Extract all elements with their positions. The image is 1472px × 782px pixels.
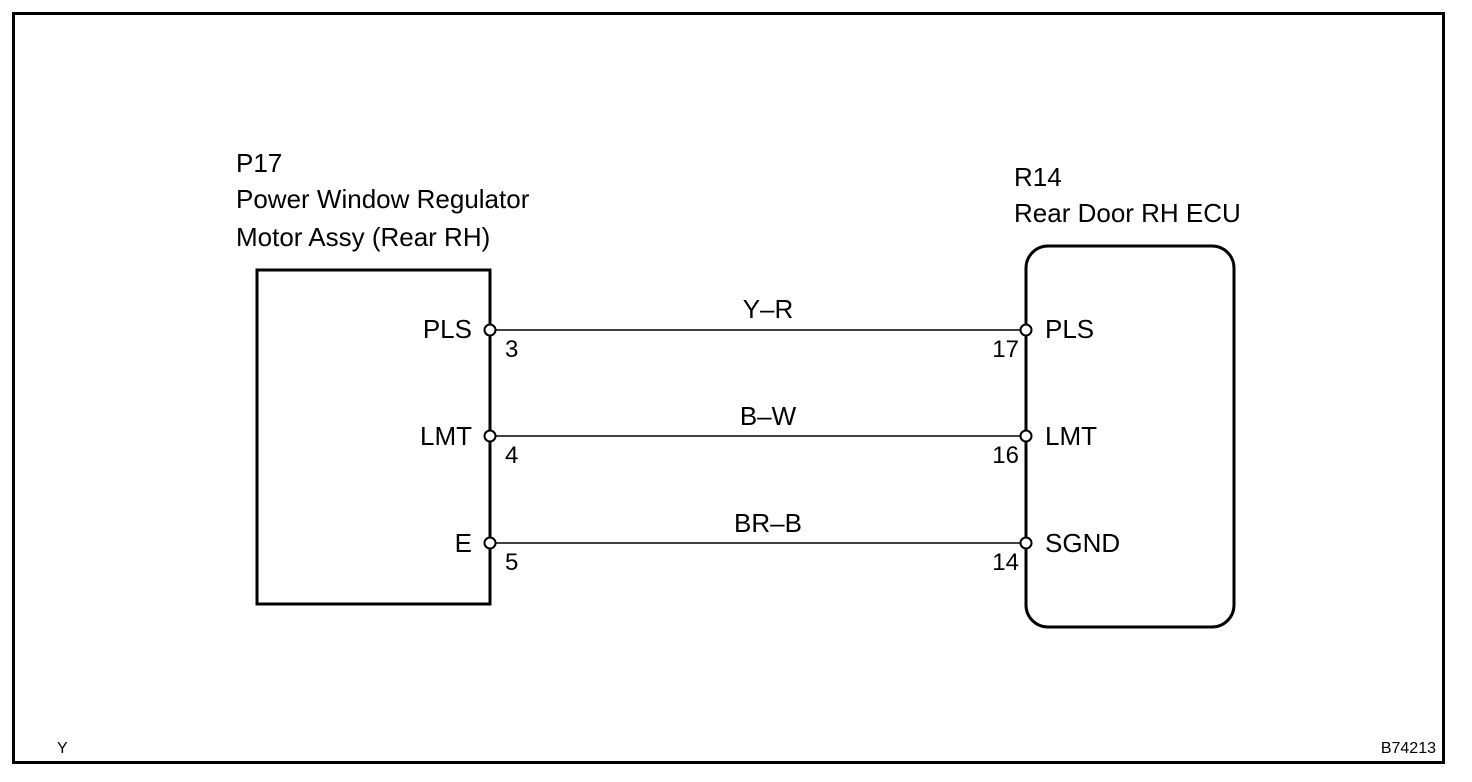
wire-color-label-e-sgnd: BR–B [734, 508, 802, 538]
terminal-circle-right-sgnd [1019, 536, 1033, 550]
left-component-code: P17 [236, 148, 283, 178]
left-terminal-label-e: E [454, 528, 472, 558]
terminal-circle-left-pls [483, 323, 497, 337]
terminal-circle-left-lmt [483, 429, 497, 443]
terminal-circle-right-lmt [1019, 429, 1033, 443]
left-terminal-label-lmt: LMT [420, 421, 472, 451]
left-terminal-label-pls: PLS [422, 314, 472, 344]
left-pin-number-pls: 3 [505, 336, 519, 363]
right-component-name: Rear Door RH ECU [1014, 198, 1241, 228]
right-component-code: R14 [1014, 162, 1062, 192]
figure-id: B74213 [1380, 740, 1436, 757]
terminal-circle-left-e [483, 536, 497, 550]
right-pin-number-sgnd: 14 [992, 549, 1019, 576]
right-terminal-label-lmt: LMT [1045, 421, 1097, 451]
right-terminal-label-pls: PLS [1045, 314, 1095, 344]
left-component-name-line2: Motor Assy (Rear RH) [236, 222, 491, 252]
wire-color-label-pls: Y–R [742, 294, 794, 324]
right-pin-number-lmt: 16 [992, 442, 1019, 469]
wire-color-label-lmt: B–W [739, 401, 797, 431]
right-pin-number-pls: 17 [992, 336, 1019, 363]
terminal-circle-right-pls [1019, 323, 1033, 337]
right-terminal-label-sgnd: SGND [1045, 528, 1121, 558]
left-pin-number-lmt: 4 [505, 442, 519, 469]
left-component-name-line1: Power Window Regulator [236, 184, 530, 214]
diagram-frame [12, 12, 1445, 764]
left-pin-number-e: 5 [505, 549, 519, 576]
footer-left-mark: Y [57, 740, 68, 757]
